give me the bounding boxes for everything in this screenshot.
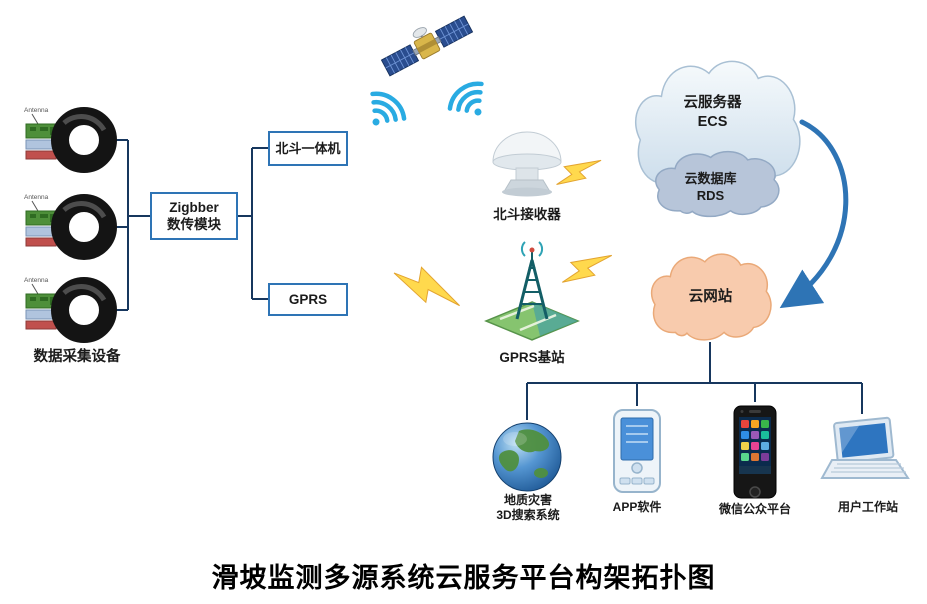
endpoint-label-app: APP软件 (612, 500, 662, 514)
sensor-device-icon-2: Antenna (24, 194, 117, 260)
lightning-icon-gprs-station (388, 261, 467, 310)
sensors-label: 数据采集设备 (33, 349, 121, 365)
cloud-flow-arrow (779, 119, 849, 309)
wechat-phone-icon (733, 405, 777, 499)
gprs-box: GPRS (268, 283, 348, 316)
app-phone-icon (613, 409, 661, 493)
endpoint-3d-line2: 3D搜索系统 (496, 508, 560, 522)
cloud-server-line2: ECS (697, 114, 728, 130)
lightning-icon-station-cloud (555, 237, 615, 296)
gprs-tower-icon (484, 241, 580, 341)
cloud-db-line2: RDS (696, 188, 725, 203)
endpoint-3d-line1: 地质灾害 (503, 493, 552, 507)
branch-connector (238, 147, 268, 300)
cloud-db-label: 云数据库 RDS (643, 170, 778, 204)
wifi-icon-right (445, 77, 496, 127)
beidou-unit-label: 北斗一体机 (275, 141, 341, 156)
beidou-receiver-label: 北斗接收器 (493, 207, 561, 222)
endpoint-label-wechat: 微信公众平台 (718, 502, 791, 516)
bottom-tree-connector (526, 342, 863, 420)
cloud-site-label: 云网站 (688, 289, 733, 305)
left-bus-connector (114, 139, 150, 311)
sensor-device-icon-1: Antenna (24, 107, 117, 173)
satellite-icon (380, 15, 474, 77)
sensor-device-icon-3: Antenna (24, 277, 117, 343)
zigbee-box-line1: Zigbber (169, 200, 219, 215)
cloud-db-line1: 云数据库 (684, 171, 737, 186)
antenna-label: Antenna (24, 277, 49, 284)
wifi-icon-left (358, 87, 409, 137)
zigbee-box-line2: 数传模块 (167, 217, 221, 232)
zigbee-box: Zigbber 数传模块 (150, 192, 238, 240)
endpoint-label-3d: 地质灾害 3D搜索系统 (478, 493, 578, 523)
laptop-icon (820, 416, 910, 479)
antenna-label: Antenna (24, 194, 49, 201)
gprs-box-label: GPRS (288, 292, 328, 307)
beidou-receiver-icon (492, 131, 562, 197)
gprs-station-label: GPRS基站 (499, 350, 565, 365)
cloud-server-line1: 云服务器 (683, 95, 742, 111)
globe-icon (492, 422, 562, 492)
endpoint-label-workstation: 用户工作站 (837, 500, 898, 514)
diagram-title: 滑坡监测多源系统云服务平台构架拓扑图 (211, 563, 716, 593)
antenna-label: Antenna (24, 107, 49, 114)
cloud-server-label: 云服务器 ECS (640, 94, 785, 132)
beidou-unit-box: 北斗一体机 (268, 131, 348, 166)
